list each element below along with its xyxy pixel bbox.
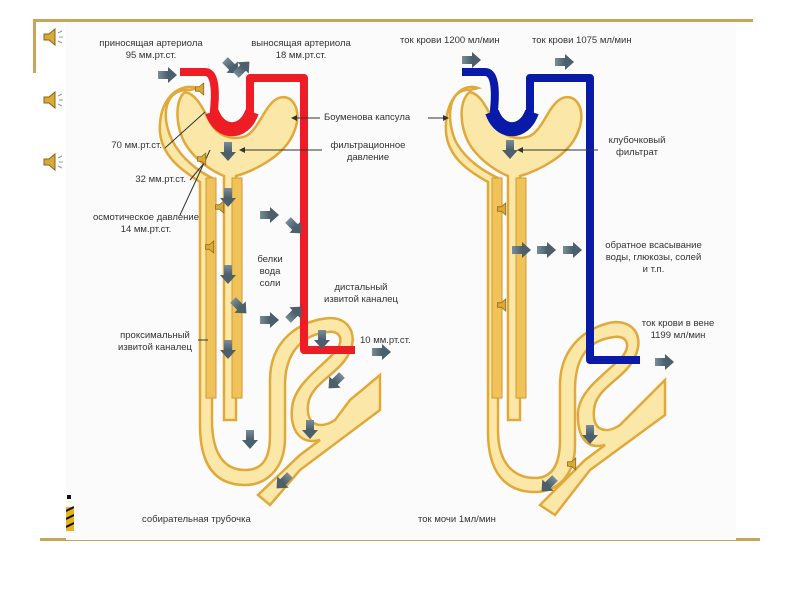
speaker-icon[interactable] [194,80,212,98]
collecting-duct-label: собирательная трубочка [142,514,251,525]
speaker-icon[interactable] [214,198,232,216]
capsule-pressure-label: 32 мм.рт.ст. [135,174,186,185]
speaker-icon[interactable] [496,296,514,314]
venous-pressure-label: 10 мм.рт.ст. [360,335,411,346]
speaker-icon[interactable] [42,25,66,49]
bowman-capsule-right [444,85,667,517]
left-nephron [158,68,382,507]
proximal-tubule-cells [205,177,217,399]
top-frame-rule [33,19,753,22]
left-frame-rule [33,19,36,73]
speaker-icon[interactable] [496,200,514,218]
right-nephron [444,68,667,517]
speaker-icon[interactable] [204,238,222,256]
speaker-icon[interactable] [566,455,584,473]
glomerular-pressure-label: 70 мм.рт.ст. [111,140,162,151]
blood-flow-out-label: ток крови 1075 мл/мин [532,35,632,46]
urine-flow-label: ток мочи 1мл/мин [418,514,496,525]
speaker-icon[interactable] [42,150,66,174]
tubule-cells-right [491,177,503,399]
speaker-icon[interactable] [42,88,66,112]
bowman-capsule-label: Боуменова капсула [324,112,411,123]
speaker-icon[interactable] [196,150,214,168]
bowman-capsule-left [158,85,382,507]
striped-decoration [66,495,74,531]
blood-flow-in-label: ток крови 1200 мл/мин [400,35,500,46]
